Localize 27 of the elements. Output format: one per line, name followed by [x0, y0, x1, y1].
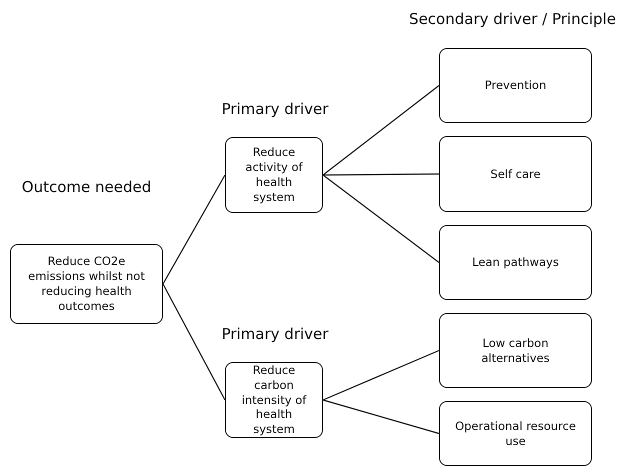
process-box	[225, 362, 323, 438]
connector-line	[162, 174, 226, 284]
heading: Primary driver	[220, 325, 330, 344]
box-text: Self care	[490, 166, 541, 182]
column-heading: Secondary driver / Principle	[408, 10, 617, 30]
box-text: Reduce activity of health system	[244, 145, 304, 205]
connector-line	[322, 174, 440, 263]
connector-line	[323, 173, 439, 176]
process-box	[439, 48, 592, 123]
process-box	[439, 225, 592, 300]
process-box	[439, 313, 592, 388]
heading: Primary driver	[220, 100, 330, 120]
process-box	[439, 136, 592, 212]
box-text: Prevention	[484, 78, 546, 93]
box-text: Reduce CO2e emissions whilst not reducing health outcomes	[27, 254, 146, 314]
connector-line	[162, 284, 226, 400]
connector-line	[322, 399, 440, 434]
box-text: Operational resource use	[454, 418, 577, 448]
connector-line	[322, 350, 440, 401]
heading: Outcome needed	[20, 178, 152, 198]
box-text: Reduce carbon intensity of health system	[240, 362, 308, 438]
process-box	[439, 401, 592, 466]
box-text: Lean pathways	[472, 255, 559, 270]
connector-line	[322, 85, 440, 176]
box-text: Low carbon alternatives	[480, 336, 551, 366]
process-box	[225, 137, 323, 213]
process-box	[10, 244, 163, 324]
